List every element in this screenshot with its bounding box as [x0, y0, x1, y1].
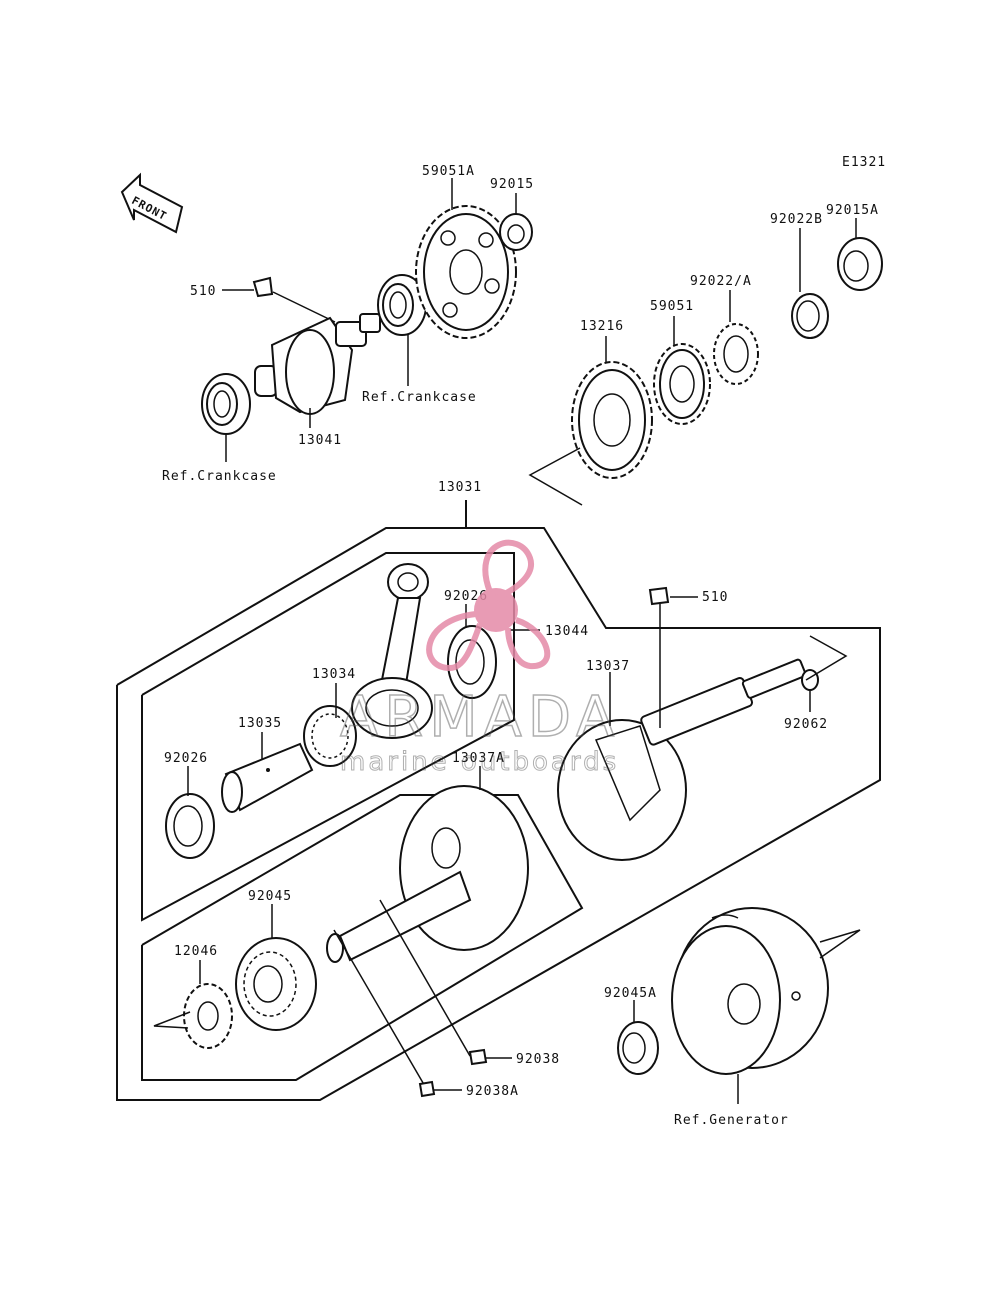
nut-92015A-icon	[837, 237, 883, 291]
label-13044: 13044	[545, 624, 589, 639]
nut-92015-icon	[499, 213, 533, 251]
label-12046: 12046	[174, 944, 218, 959]
label-92062: 92062	[784, 717, 828, 732]
gear-59051A-icon	[415, 205, 517, 339]
oil-seal-92045A-icon	[617, 1021, 659, 1075]
front-arrow-icon: FRONT	[120, 172, 184, 234]
label-92038: 92038	[516, 1052, 560, 1067]
label-92045A: 92045A	[604, 986, 657, 1001]
crank-half-13037-icon	[557, 658, 807, 861]
label-92015A: 92015A	[826, 203, 879, 218]
label-510-mid: 510	[702, 590, 728, 605]
label-13034: 13034	[312, 667, 356, 682]
label-ref-generator: Ref.Generator	[674, 1113, 789, 1128]
label-13037: 13037	[586, 659, 630, 674]
assembly-frame-inner-bottom	[141, 794, 584, 1081]
watermark-brand: ARMADA	[340, 685, 620, 750]
balancer-shaft-icon	[254, 313, 381, 415]
key-92038-icon	[468, 1048, 488, 1066]
label-13037A: 13037A	[452, 751, 505, 766]
gear-13216-icon	[571, 361, 653, 479]
label-ref-crankcase-lower: Ref.Crankcase	[162, 469, 277, 484]
armada-watermark: ARMADA marine outboards	[339, 539, 620, 778]
propeller-logo-icon	[426, 539, 551, 672]
label-92045: 92045	[248, 889, 292, 904]
label-59051A: 59051A	[422, 164, 475, 179]
bearing-92045-icon	[235, 937, 317, 1031]
washer-92022B-icon	[791, 293, 829, 339]
crank-half-13037A-icon	[326, 785, 529, 963]
ball-bearing-left-icon	[201, 373, 251, 435]
label-92038A: 92038A	[466, 1084, 519, 1099]
lockwasher-92022A-icon	[713, 323, 759, 385]
sprocket-12046-icon	[183, 983, 233, 1049]
connecting-rod-icon	[351, 563, 433, 739]
watermark-tagline: marine outboards	[340, 747, 619, 777]
key-510-top-icon	[252, 276, 274, 298]
generator-rotor-icon	[671, 907, 829, 1075]
assembly-frame-inner-top	[141, 552, 515, 922]
key-510-mid-icon	[648, 586, 670, 606]
label-13031: 13031	[438, 480, 482, 495]
label-13216: 13216	[580, 319, 624, 334]
label-ref-crankcase-upper: Ref.Crankcase	[362, 390, 477, 405]
diagram-code: E1321	[842, 155, 886, 170]
label-59051: 59051	[650, 299, 694, 314]
label-92022B: 92022B	[770, 212, 823, 227]
label-92026-left: 92026	[164, 751, 208, 766]
gear-59051-icon	[653, 343, 711, 425]
crank-pin-icon	[221, 742, 314, 813]
nut-92062-icon	[801, 669, 819, 691]
label-92022A: 92022/A	[690, 274, 752, 289]
thrust-washer-92026-left-icon	[165, 793, 215, 859]
ball-bearing-right-icon	[377, 274, 427, 336]
label-510-top: 510	[190, 284, 216, 299]
label-13035: 13035	[238, 716, 282, 731]
key-92038A-icon	[418, 1080, 436, 1098]
label-92015: 92015	[490, 177, 534, 192]
assembly-frame-outer	[116, 527, 881, 1101]
label-13041: 13041	[298, 433, 342, 448]
thrust-washer-92026-top-icon	[447, 625, 497, 699]
needle-bearing-icon	[303, 705, 357, 767]
